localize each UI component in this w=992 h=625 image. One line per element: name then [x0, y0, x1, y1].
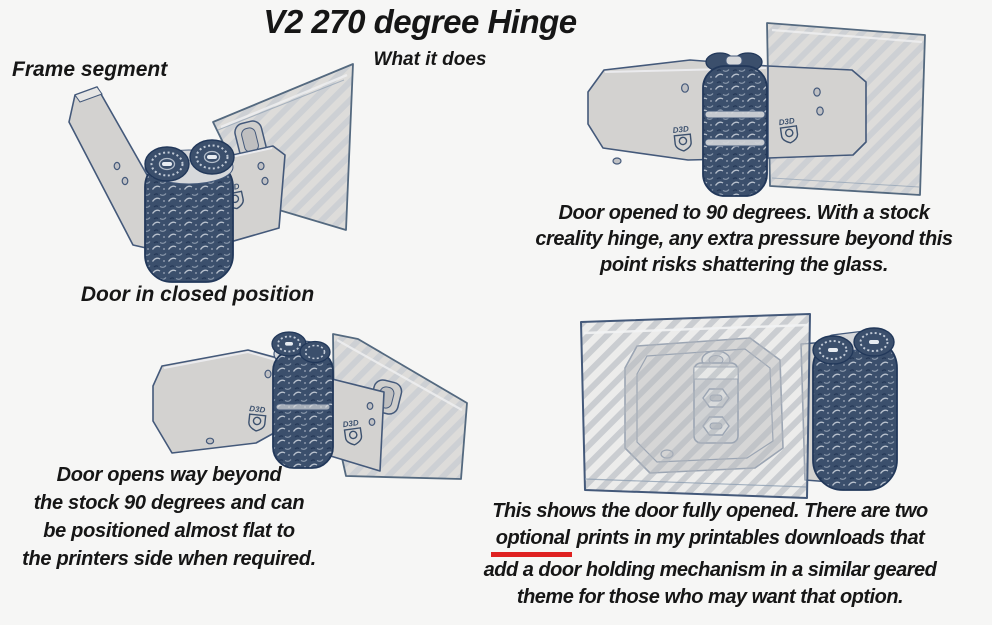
caption-line: optional prints in my printables downloa… — [448, 525, 972, 557]
door-plate: D3D — [152, 349, 284, 454]
gear-cap — [189, 139, 235, 175]
logo-shield: D3D — [342, 418, 363, 446]
page-title: V2 270 degree Hinge — [263, 3, 577, 40]
caption-door-closed: Door in closed position — [80, 283, 315, 306]
caption-line: theme for those who may want that option… — [516, 586, 904, 608]
page-subtitle: What it does — [373, 49, 487, 70]
gear-cap — [144, 146, 190, 182]
caption-line: Door opens way beyond — [56, 464, 282, 486]
figure-door-closed: D3D — [68, 63, 354, 283]
hinge-barrel — [702, 52, 768, 197]
caption-line: the printers side when required. — [22, 548, 316, 570]
hinge-barrel — [271, 331, 334, 469]
logo-shield: D3D — [248, 404, 267, 432]
underlined-word-optional: optional — [490, 525, 572, 557]
caption-door-fully-opened: This shows the door fully opened. There … — [448, 498, 972, 611]
caption-line: add a door holding mechanism in a simila… — [483, 559, 937, 581]
hinge-barrel — [812, 327, 898, 491]
label-frame-segment: Frame segment — [12, 58, 168, 81]
caption-line: the stock 90 degrees and can — [33, 492, 305, 514]
gear-cap — [812, 335, 854, 365]
caption-line-rest: prints in my printables downloads that — [571, 527, 925, 549]
hinge-barrel — [144, 139, 235, 283]
figure-door-fully-opened — [580, 313, 898, 499]
gear-cap — [853, 327, 895, 357]
svg-text:D3D: D3D — [249, 404, 266, 415]
logo-shield: D3D — [778, 116, 799, 144]
caption-line: Door opened to 90 degrees. With a stock — [558, 202, 930, 224]
frame-plate: D3D — [767, 65, 867, 159]
svg-text:D3D: D3D — [672, 124, 689, 135]
svg-text:D3D: D3D — [342, 418, 359, 429]
caption-line: point risks shattering the glass. — [600, 254, 888, 276]
figure-door-beyond-90: D3D D3D — [152, 331, 468, 480]
caption-door-beyond: Door opens way beyond the stock 90 degre… — [0, 461, 338, 573]
caption-door-90: Door opened to 90 degrees. With a stock … — [500, 200, 988, 278]
svg-text:D3D: D3D — [778, 116, 795, 127]
caption-line: be positioned almost flat to — [43, 520, 295, 542]
gear-cap — [299, 340, 331, 364]
figure-door-90-degrees: D3D D3D — [587, 22, 926, 197]
glass-panel — [580, 313, 811, 499]
logo-shield: D3D — [672, 124, 692, 152]
caption-line: This shows the door fully opened. There … — [492, 500, 928, 522]
caption-line: creality hinge, any extra pressure beyon… — [535, 228, 953, 250]
